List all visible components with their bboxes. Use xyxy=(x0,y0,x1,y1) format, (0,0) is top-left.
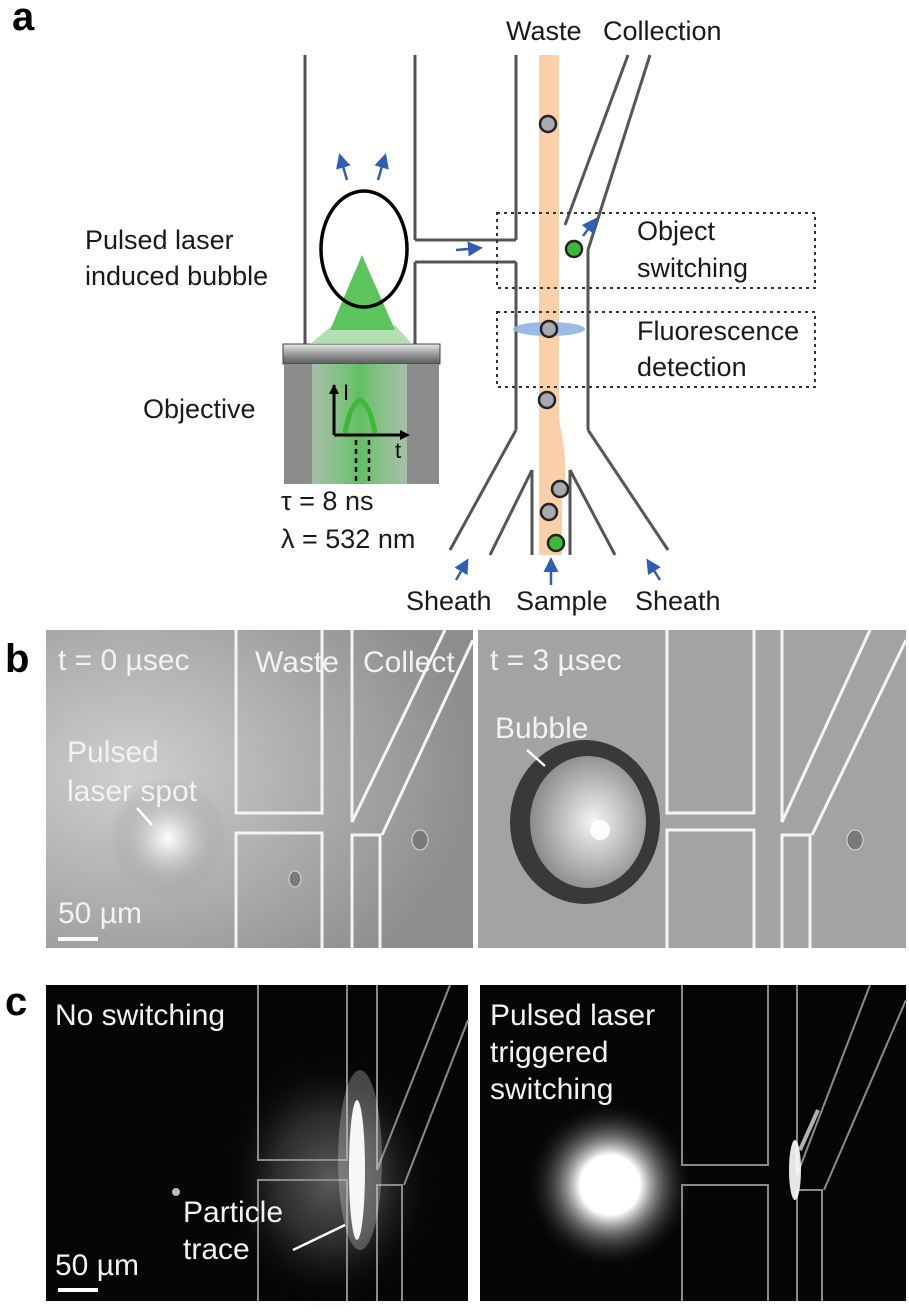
title-line2: triggered xyxy=(490,1036,608,1069)
particle-gray xyxy=(539,319,559,339)
label-bubble: Bubble xyxy=(495,712,588,745)
laser-glow xyxy=(525,1100,695,1270)
objective-collar xyxy=(282,343,441,365)
label-spot-line2: laser spot xyxy=(67,775,198,808)
label-objective: Objective xyxy=(143,394,256,424)
label-sheath-left: Sheath xyxy=(406,586,492,616)
panel-letter-a: a xyxy=(12,0,35,39)
title-line3: switching xyxy=(490,1073,613,1106)
time-label: t = 3 µsec xyxy=(490,644,622,677)
main-channel-walls xyxy=(448,54,670,556)
laser-chamber-walls xyxy=(303,55,516,345)
label-fluorescence-line2: detection xyxy=(637,352,747,382)
particle-green xyxy=(564,239,584,259)
particle-trace xyxy=(349,1100,365,1240)
scale-label: 50 µm xyxy=(58,897,142,930)
panel-a: a xyxy=(12,0,816,616)
label-trace-line1: Particle xyxy=(183,1196,283,1229)
particle-trace xyxy=(789,1140,801,1200)
label-spot-line1: Pulsed xyxy=(67,736,159,769)
label-sheath-right: Sheath xyxy=(635,586,721,616)
label-collect: Collect xyxy=(363,646,455,679)
channel-outline xyxy=(234,629,475,948)
channel-outline xyxy=(665,629,908,948)
label-bubble-line2: induced bubble xyxy=(85,261,268,291)
particle-gray xyxy=(537,390,557,410)
image-c-right: Pulsed laser triggered switching xyxy=(480,984,907,1301)
pulse-inset: I t xyxy=(329,380,410,484)
panel-letter-b: b xyxy=(5,637,29,681)
label-object-line2: switching xyxy=(637,253,748,283)
label-lambda: λ = 532 nm xyxy=(281,524,415,554)
title-line1: Pulsed laser xyxy=(490,999,655,1032)
label-bubble-line1: Pulsed laser xyxy=(85,225,234,255)
image-c-left: No switching Particle trace 50 µm xyxy=(46,984,469,1310)
title-no-switching: No switching xyxy=(55,999,225,1032)
label-object-line1: Object xyxy=(637,216,716,246)
laser-cone xyxy=(330,255,395,330)
bubble-core xyxy=(530,756,646,888)
laser-bubble xyxy=(319,189,409,309)
particle-gray xyxy=(539,502,559,522)
label-waste: Waste xyxy=(506,16,582,46)
label-sample: Sample xyxy=(516,586,608,616)
pulse-axis-y-label: I xyxy=(343,380,349,405)
time-label: t = 0 µsec xyxy=(58,644,190,677)
scale-label: 50 µm xyxy=(55,1249,139,1282)
panel-c: c No switching Particle trace 50 µm xyxy=(5,980,907,1310)
label-trace-line2: trace xyxy=(183,1233,250,1266)
flow-arrows xyxy=(336,153,662,585)
label-collection: Collection xyxy=(603,16,722,46)
image-b-left: t = 0 µsec Waste Collect Pulsed laser sp… xyxy=(46,629,475,948)
pulse-axis-x-label: t xyxy=(395,438,401,463)
objective-beam xyxy=(312,364,407,484)
panel-letter-c: c xyxy=(5,980,27,1024)
label-fluorescence-line1: Fluorescence xyxy=(637,316,799,346)
particles xyxy=(537,114,584,553)
channel-outline xyxy=(257,984,469,1301)
image-b-right: t = 3 µsec Bubble xyxy=(478,629,908,948)
particle-green xyxy=(546,533,566,553)
label-waste: Waste xyxy=(255,646,339,679)
panel-b: b t = 0 µsec Waste Collect Pulsed laser … xyxy=(5,629,908,948)
objective xyxy=(282,325,441,484)
label-tau: τ = 8 ns xyxy=(281,486,373,516)
particle-gray xyxy=(538,114,558,134)
pulse-curve xyxy=(342,397,378,434)
particle-gray xyxy=(550,479,570,499)
